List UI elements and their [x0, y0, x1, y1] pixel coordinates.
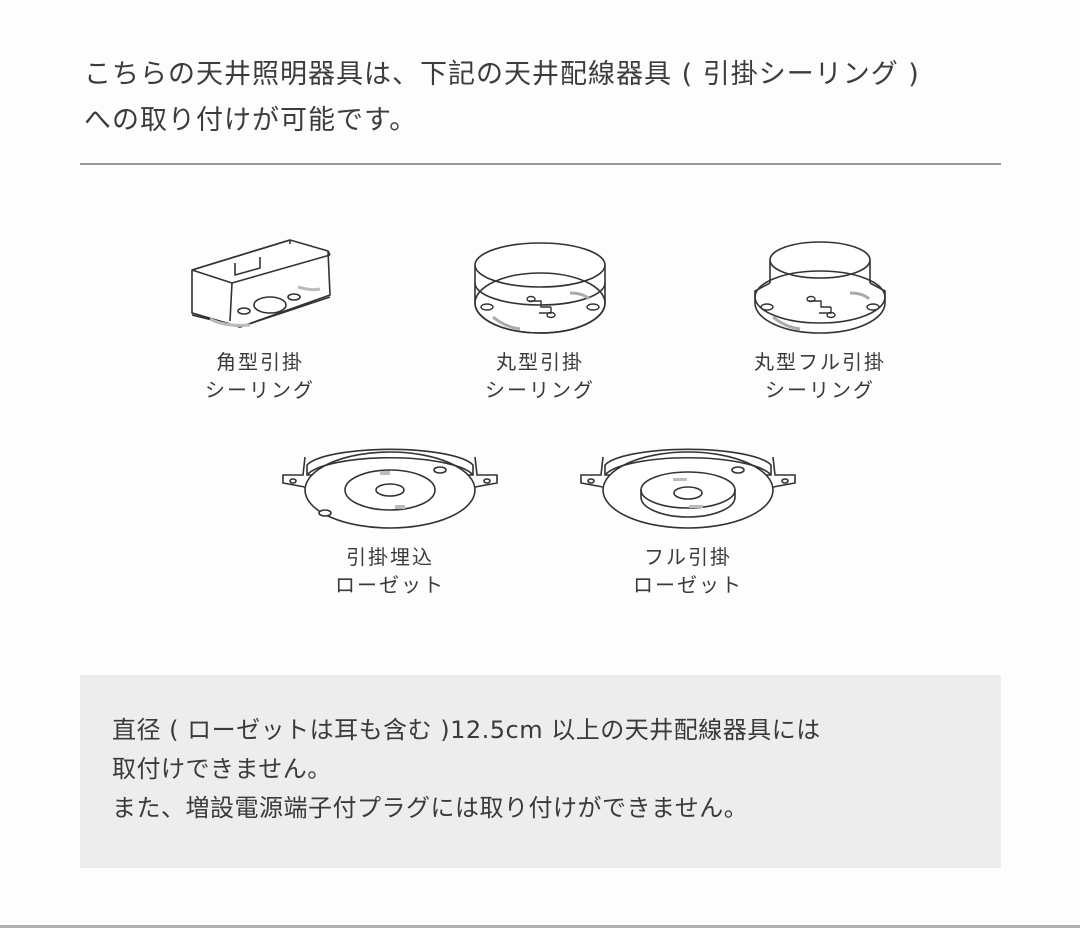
- notice-line-1: 直径 ( ローゼットは耳も含む )12.5cm 以上の天井配線器具には: [112, 716, 821, 744]
- device-embedded-hook-rosette: 引掛埋込 ローゼット: [270, 435, 510, 599]
- device-full-hook-rosette: フル引掛 ローゼット: [568, 435, 808, 599]
- full-hook-rosette-icon: [580, 448, 796, 529]
- round-full-ceiling-hook-icon: [754, 241, 886, 334]
- notice-text: 直径 ( ローゼットは耳も含む )12.5cm 以上の天井配線器具には 取付けで…: [112, 711, 821, 828]
- notice-line-2: 取付けできません。: [112, 755, 332, 783]
- device-label: 丸型引掛 シーリング: [485, 350, 595, 402]
- device-round-ceiling-hook: 丸型引掛 シーリング: [455, 235, 625, 404]
- notice-box: 直径 ( ローゼットは耳も含む )12.5cm 以上の天井配線器具には 取付けで…: [80, 675, 1001, 868]
- device-label: フル引掛 ローゼット: [633, 545, 743, 597]
- device-label: 丸型フル引掛 シーリング: [754, 350, 886, 402]
- device-round-full-ceiling-hook: 丸型フル引掛 シーリング: [730, 235, 910, 404]
- device-label: 引掛埋込 ローゼット: [335, 545, 445, 597]
- device-square-ceiling-hook: 角型引掛 シーリング: [175, 235, 345, 404]
- square-ceiling-hook-icon: [191, 239, 331, 328]
- embedded-hook-rosette-icon: [282, 448, 498, 529]
- round-ceiling-hook-icon: [474, 242, 606, 334]
- intro-text: こちらの天井照明器具は、下記の天井配線器具 ( 引掛シーリング ) への取り付け…: [84, 52, 1024, 144]
- bottom-border: [0, 925, 1080, 928]
- device-label: 角型引掛 シーリング: [205, 350, 315, 402]
- divider: [80, 163, 1001, 165]
- intro-line-2: への取り付けが可能です。: [84, 105, 418, 136]
- intro-line-1: こちらの天井照明器具は、下記の天井配線器具 ( 引掛シーリング ): [84, 59, 920, 90]
- notice-line-3: また、増設電源端子付プラグには取り付けができません。: [112, 794, 749, 822]
